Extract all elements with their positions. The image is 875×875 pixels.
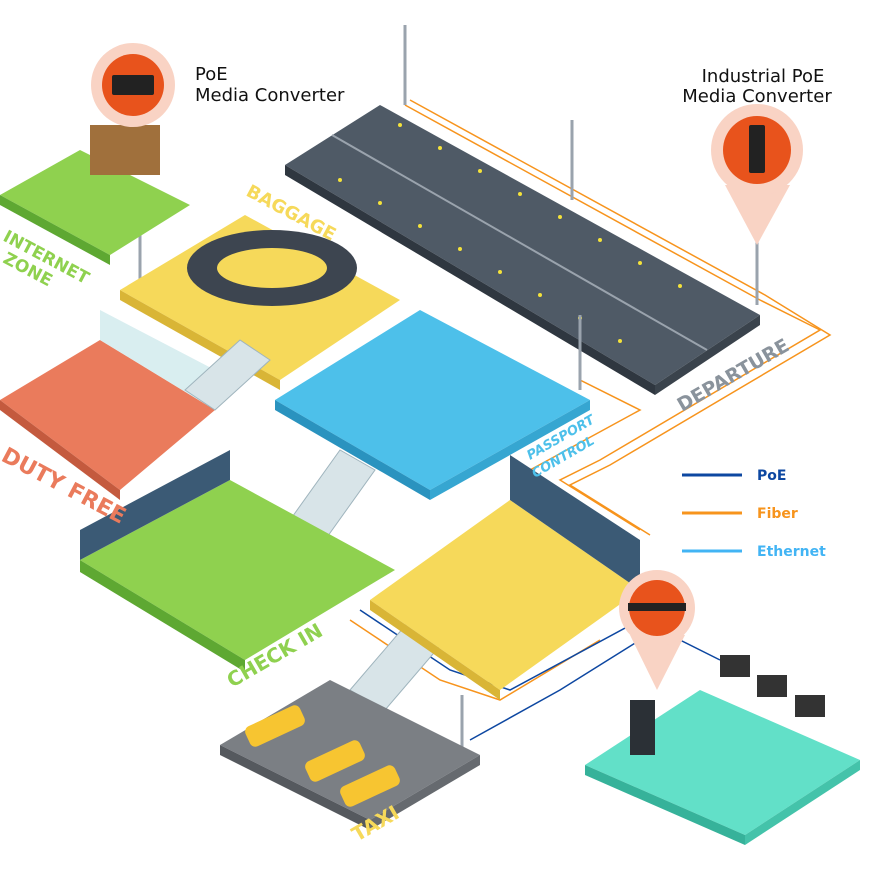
legend-label-fiber: Fiber [757, 506, 798, 522]
duty-free-platform [0, 310, 215, 500]
passport-control-platform [275, 310, 590, 500]
legend: PoE Fiber Ethernet [682, 468, 826, 560]
internet-zone-platform [0, 125, 190, 265]
poe-media-converter-callout: PoE Media Converter [91, 43, 345, 127]
callout-title-line2: Media Converter [682, 86, 832, 107]
departure-runway [285, 105, 760, 395]
poe-switch-callout [619, 570, 695, 690]
legend-label-ethernet: Ethernet [757, 544, 826, 560]
gate-platform [370, 455, 640, 700]
industrial-poe-media-converter-callout: Industrial PoE Media Converter [682, 66, 832, 245]
control-room-platform [585, 655, 860, 845]
taxi-platform [220, 680, 480, 830]
check-in-platform [80, 450, 395, 672]
callout-title-line1: Industrial PoE [702, 66, 825, 87]
legend-label-poe: PoE [757, 468, 786, 484]
callout-title-line2: Media Converter [195, 85, 345, 106]
callout-title-line1: PoE [195, 64, 228, 85]
